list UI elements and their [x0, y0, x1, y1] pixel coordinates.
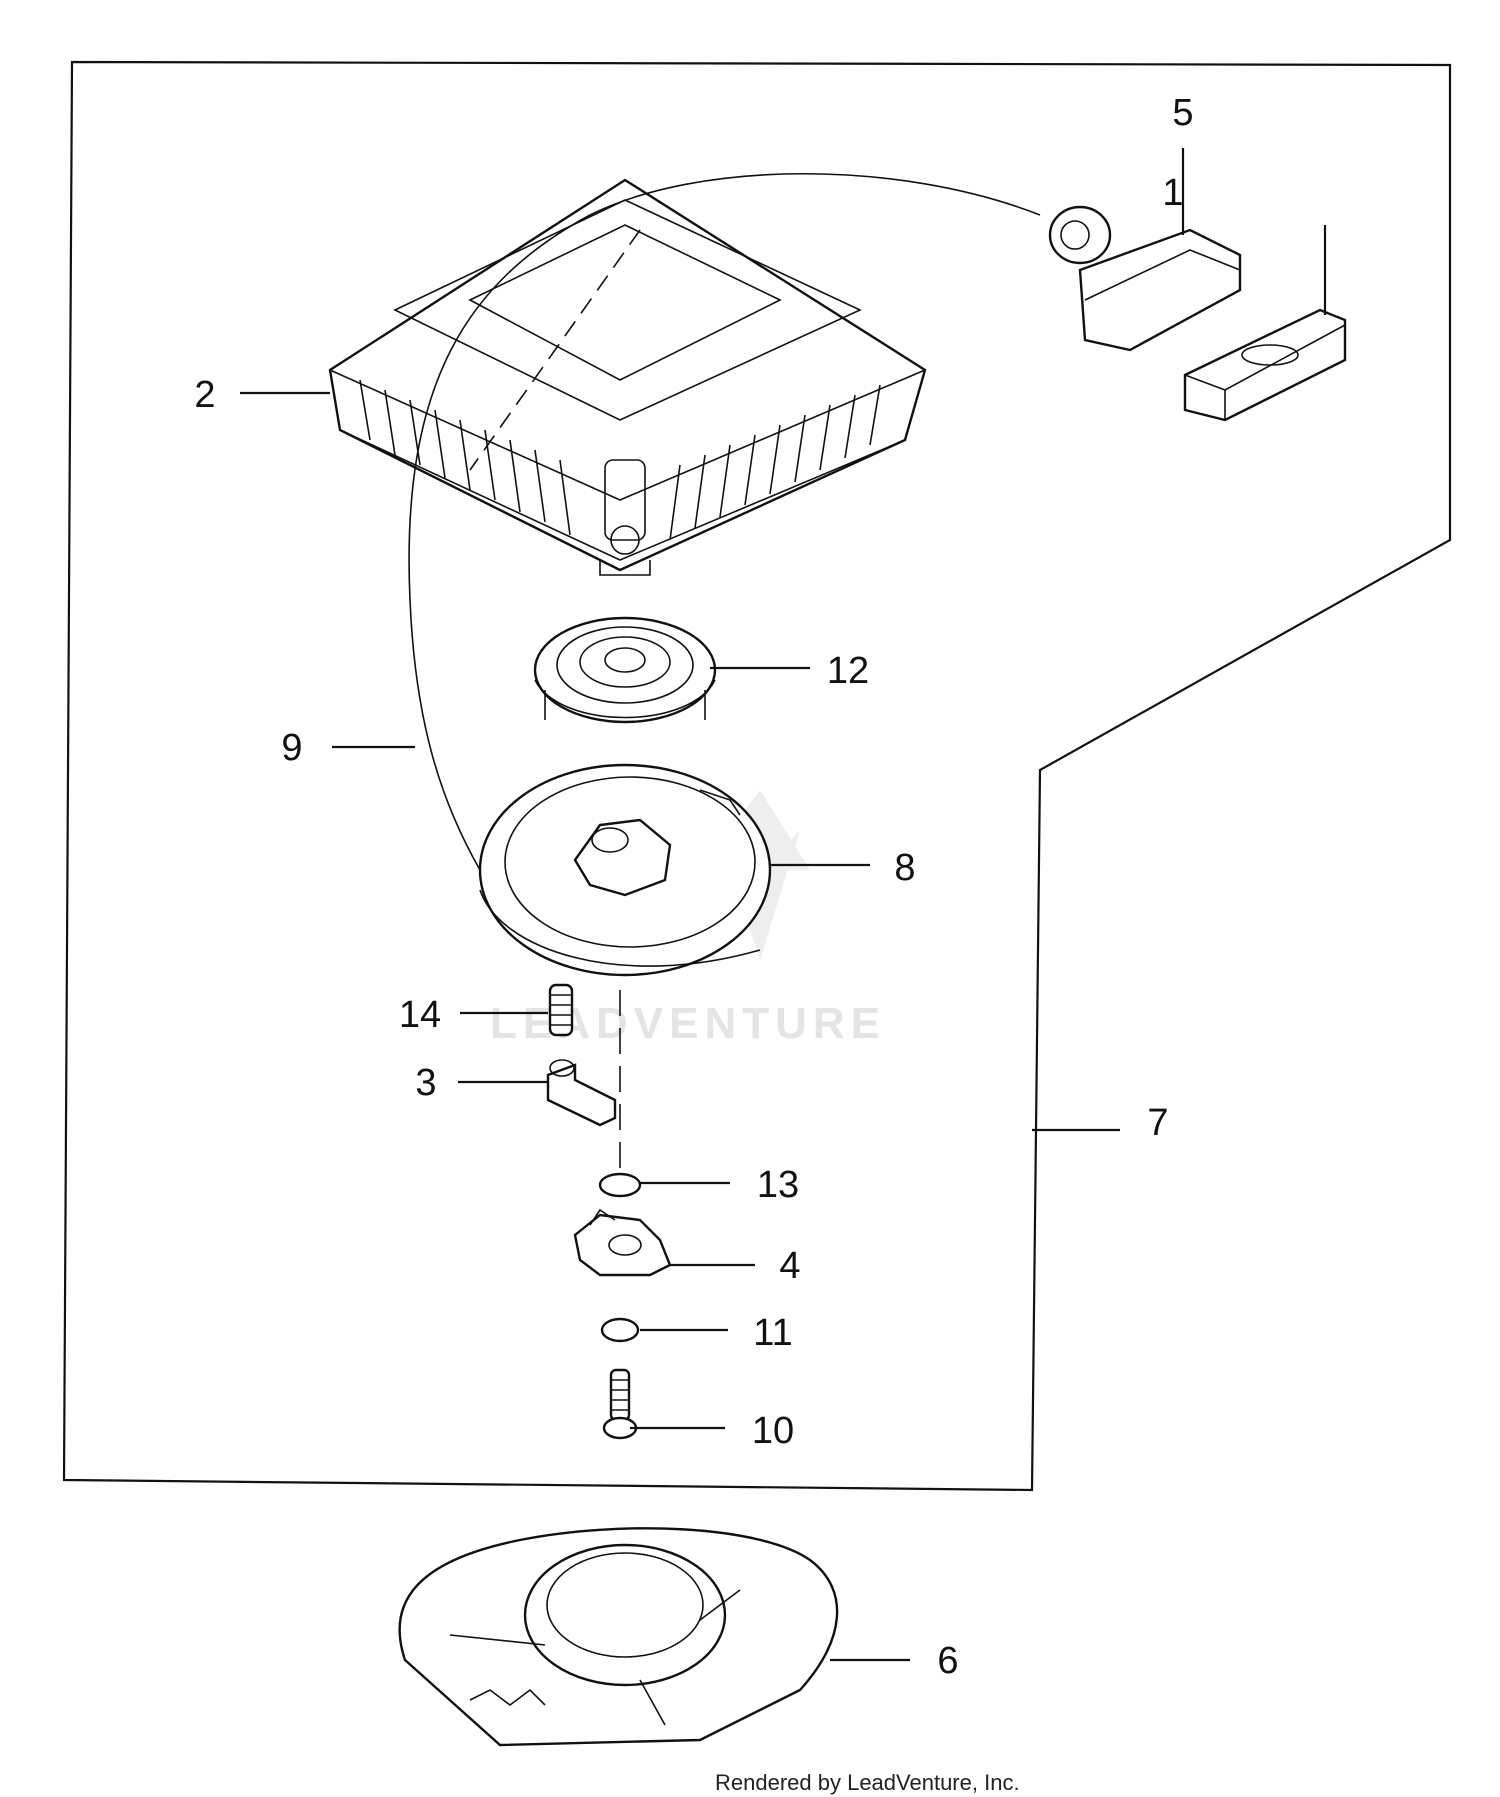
part-pawl-spring — [548, 983, 574, 1037]
callout-labels: 1 2 3 4 5 6 7 8 9 10 11 12 13 14 — [194, 92, 1193, 1682]
callout-13: 13 — [757, 1164, 799, 1206]
callout-14: 14 — [399, 994, 441, 1036]
callout-5: 5 — [1172, 92, 1193, 134]
render-credit: Rendered by LeadVenture, Inc. — [715, 1770, 1020, 1795]
callout-9: 9 — [281, 727, 302, 769]
part-small-washer — [600, 1317, 640, 1343]
part-handle-insert — [1183, 308, 1347, 422]
part-starter-housing — [328, 178, 927, 576]
callout-2: 2 — [194, 374, 215, 416]
callout-4: 4 — [779, 1245, 800, 1287]
assembly-boundary-outline — [62, 60, 1452, 1492]
part-pawl — [546, 1059, 617, 1127]
leader-lines — [240, 148, 1327, 1662]
callout-12: 12 — [827, 650, 869, 692]
callout-3: 3 — [415, 1062, 436, 1104]
callout-10: 10 — [752, 1410, 794, 1452]
part-washer — [598, 1172, 642, 1198]
callout-11: 11 — [753, 1312, 792, 1354]
callout-8: 8 — [894, 847, 915, 889]
rope-centerline-dashed — [469, 229, 641, 471]
part-recoil-spring — [533, 616, 717, 724]
part-starter-handle — [1048, 205, 1242, 352]
part-ratchet — [573, 1208, 672, 1277]
part-starter-rope — [408, 172, 1041, 871]
callout-6: 6 — [937, 1640, 958, 1682]
callout-7: 7 — [1147, 1102, 1168, 1144]
part-rope-reel — [478, 763, 772, 977]
callout-1: 1 — [1162, 172, 1183, 214]
part-starter-flange — [398, 1527, 839, 1747]
